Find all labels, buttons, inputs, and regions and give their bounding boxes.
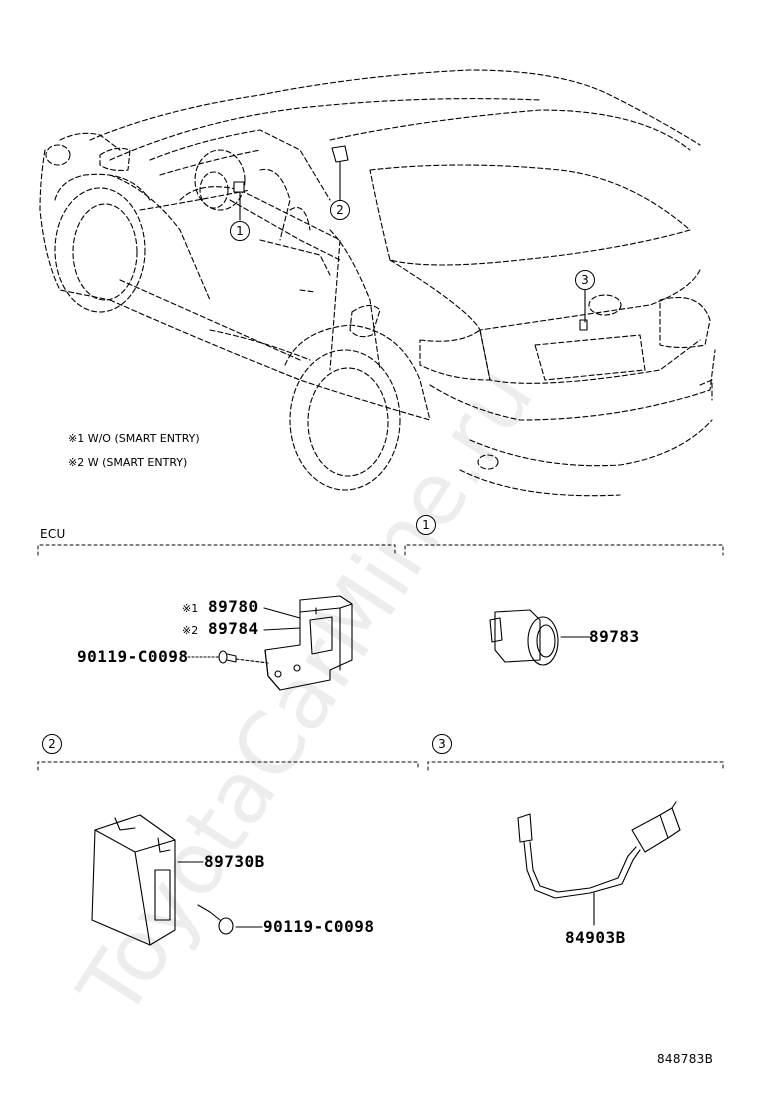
section-callout-2: 2	[42, 734, 62, 754]
part-number-bolt-bottom: 90119-C0098	[263, 917, 375, 936]
ecu-mark-1: ※1	[182, 602, 199, 615]
callout-3: 3	[575, 270, 595, 290]
ecu-box-drawing	[91, 814, 204, 946]
callout-1: 1	[230, 221, 250, 241]
note-without-smart-entry: ※1 W/O (SMART ENTRY)	[68, 432, 200, 445]
bolt-drawing-top	[218, 650, 237, 664]
ecu-mark-2: ※2	[182, 624, 199, 637]
diagram-code: 848783B	[657, 1052, 714, 1066]
part-number-89784: 89784	[208, 619, 259, 638]
callout-2: 2	[330, 200, 350, 220]
harness-drawing	[517, 801, 681, 926]
part-number-89780: 89780	[208, 597, 259, 616]
part-number-89730b: 89730B	[204, 852, 265, 871]
section-callout-1: 1	[416, 515, 436, 535]
ecu-leaders	[187, 607, 301, 664]
part-number-84903b: 84903B	[565, 928, 626, 947]
section-callout-3: 3	[432, 734, 452, 754]
switch-drawing	[489, 609, 591, 666]
section-title-ecu: ECU	[40, 527, 66, 541]
part-number-bolt-top: 90119-C0098	[77, 647, 189, 666]
note-with-smart-entry: ※2 W (SMART ENTRY)	[68, 456, 188, 469]
car-leader-lines	[239, 161, 586, 323]
bolt-drawing-bottom	[197, 904, 263, 935]
part-number-89783: 89783	[589, 627, 640, 646]
ecu-bracket-drawing	[264, 595, 353, 691]
section-brackets	[37, 544, 724, 771]
